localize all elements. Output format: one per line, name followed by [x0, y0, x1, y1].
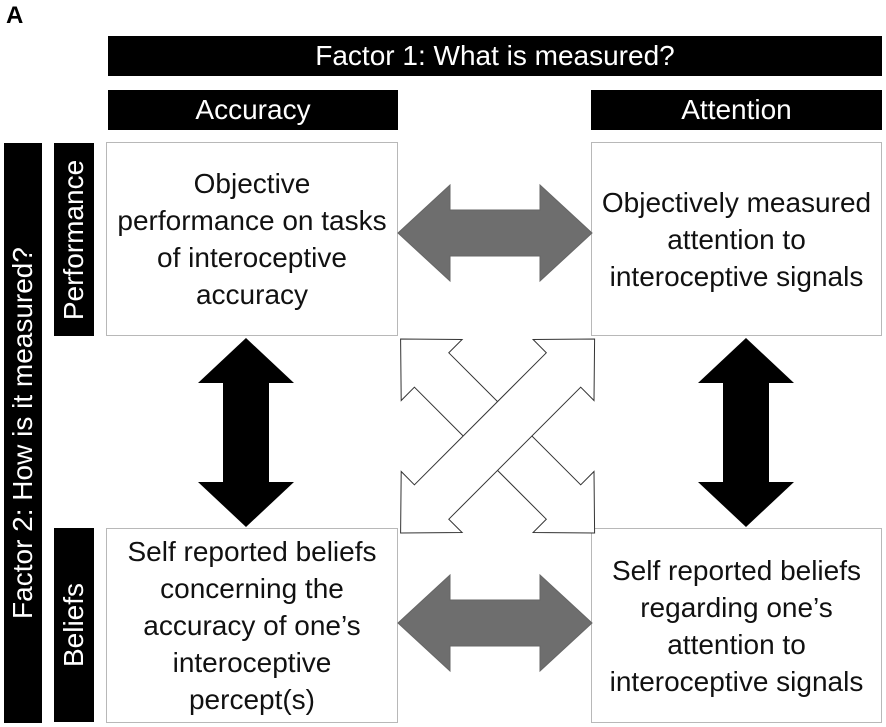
factor1-title: Factor 1: What is measured?	[315, 40, 675, 71]
factor1-title-bar: Factor 1: What is measured?	[108, 36, 882, 76]
factor2-title-bar: Factor 2: How is it measured?	[4, 143, 42, 723]
column-header-attention: Attention	[591, 90, 882, 130]
double-arrow-diagonal-ascending	[400, 338, 596, 534]
cell-beliefs-attention: Self reported beliefs regarding one’s at…	[591, 528, 882, 723]
double-arrow-left-vertical	[198, 338, 294, 527]
column-label-attention: Attention	[681, 94, 792, 125]
cell-text-performance-attention: Objectively measured attention to intero…	[601, 186, 872, 292]
cell-performance-accuracy: Objective performance on tasks of intero…	[106, 142, 398, 336]
panel-label: A	[6, 2, 24, 29]
double-arrow-bottom-horizontal	[397, 573, 593, 673]
cell-text-beliefs-attention: Self reported beliefs regarding one’s at…	[609, 554, 864, 697]
cell-text-beliefs-accuracy: Self reported beliefs concerning the acc…	[127, 536, 377, 715]
row-header-performance: Performance	[54, 143, 94, 336]
column-label-accuracy: Accuracy	[195, 94, 311, 125]
cell-performance-attention: Objectively measured attention to intero…	[591, 142, 882, 336]
cell-beliefs-accuracy: Self reported beliefs concerning the acc…	[106, 528, 398, 723]
double-arrow-top-horizontal	[397, 183, 593, 283]
double-arrow-right-vertical	[698, 338, 794, 527]
column-header-accuracy: Accuracy	[108, 90, 398, 130]
cell-text-performance-accuracy: Objective performance on tasks of intero…	[117, 168, 387, 310]
row-header-beliefs: Beliefs	[54, 528, 94, 722]
